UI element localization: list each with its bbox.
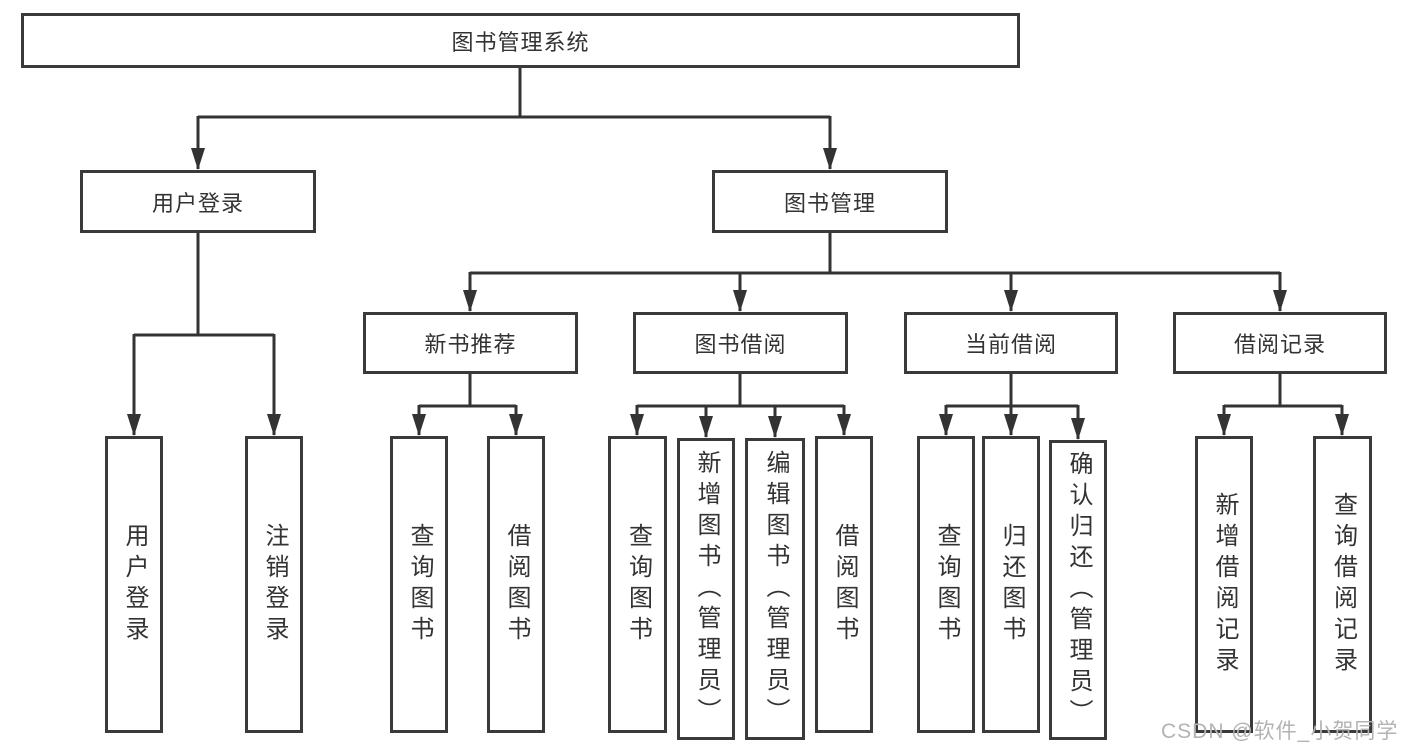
- node-label: 用户登录: [151, 190, 244, 216]
- leaf-borrow-books-recommend: 借阅图书: [487, 436, 545, 733]
- node-book-management: 图书管理: [712, 170, 948, 233]
- node-label: 图书管理: [783, 190, 876, 216]
- node-label: 当前借阅: [964, 332, 1057, 357]
- csdn-watermark: CSDN @软件_小贺同学: [1161, 720, 1399, 743]
- node-label: 借阅图书: [831, 522, 858, 647]
- node-label: 新增图书（管理员）: [693, 449, 720, 729]
- node-user-login: 用户登录: [80, 170, 316, 233]
- node-new-book-recommendation: 新书推荐: [363, 312, 578, 374]
- leaf-query-borrow-record: 查询借阅记录: [1313, 436, 1372, 733]
- node-book-borrowing: 图书借阅: [633, 312, 848, 374]
- leaf-borrow-books: 借阅图书: [815, 436, 873, 733]
- node-label: 查询借阅记录: [1329, 491, 1357, 678]
- leaf-query-books-current: 查询图书: [917, 436, 975, 733]
- leaf-add-borrow-record: 新增借阅记录: [1195, 436, 1253, 733]
- leaf-query-books-borrowing: 查询图书: [608, 436, 667, 733]
- node-label: 查询图书: [624, 522, 652, 647]
- leaf-edit-books-admin: 编辑图书（管理员）: [745, 438, 805, 740]
- leaf-return-books: 归还图书: [982, 436, 1040, 733]
- leaf-logout: 注销登录: [245, 436, 303, 733]
- leaf-add-books-admin: 新增图书（管理员）: [677, 438, 735, 740]
- node-label: 用户登录: [121, 522, 148, 647]
- node-label: 借阅记录: [1233, 332, 1326, 357]
- node-library-management-system: 图书管理系统: [21, 13, 1020, 68]
- node-label: 查询图书: [933, 522, 960, 647]
- node-borrowing-records: 借阅记录: [1173, 312, 1387, 374]
- leaf-query-books-recommend: 查询图书: [390, 436, 448, 733]
- node-label: 新书推荐: [424, 332, 517, 357]
- leaf-confirm-return-admin: 确认归还（管理员）: [1049, 440, 1107, 740]
- node-label: 图书借阅: [694, 332, 787, 357]
- node-label: 确认归还（管理员）: [1065, 450, 1092, 730]
- node-label: 归还图书: [998, 522, 1025, 647]
- node-label: 编辑图书（管理员）: [762, 449, 789, 729]
- node-label: 借阅图书: [503, 522, 530, 647]
- node-label: 图书管理系统: [451, 29, 590, 55]
- leaf-user-login: 用户登录: [105, 436, 163, 733]
- node-label: 注销登录: [261, 522, 288, 647]
- node-current-borrowing: 当前借阅: [904, 312, 1118, 374]
- node-label: 查询图书: [406, 522, 433, 647]
- node-label: 新增借阅记录: [1211, 491, 1238, 678]
